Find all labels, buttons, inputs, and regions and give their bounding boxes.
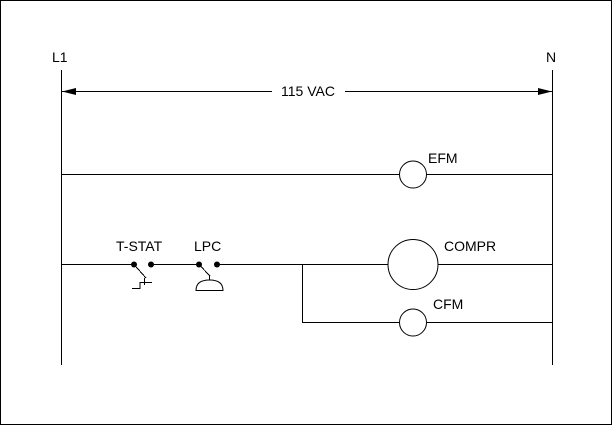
tstat-blade — [133, 264, 147, 279]
cfm-label: CFM — [433, 296, 463, 312]
tstat-label: T-STAT — [116, 238, 163, 254]
efm-label: EFM — [428, 150, 458, 166]
rung-efm: EFM — [62, 150, 552, 189]
efm-motor-symbol — [399, 160, 427, 189]
compr-motor-symbol — [387, 239, 439, 290]
tstat-contact-right — [148, 261, 154, 268]
rung-cfm: CFM — [302, 264, 552, 337]
arrowhead-left — [62, 88, 76, 95]
compr-label: COMPR — [444, 238, 496, 254]
tstat-bulb — [132, 282, 152, 289]
rail-label-n: N — [546, 49, 556, 65]
rail-label-l1: L1 — [52, 49, 68, 65]
lpc-blade — [198, 264, 211, 277]
voltage-dimension: 115 VAC — [62, 83, 552, 99]
lpc-contact-right — [214, 261, 220, 268]
voltage-label: 115 VAC — [281, 83, 335, 99]
cfm-motor-symbol — [399, 308, 427, 337]
lpc-label: LPC — [194, 238, 221, 254]
lpc-diaphragm — [195, 279, 224, 291]
arrowhead-right — [538, 88, 552, 95]
rung-compr: T-STAT LPC COMPR — [62, 238, 552, 291]
lpc-switch-symbol — [195, 261, 224, 291]
tstat-switch-symbol — [131, 261, 154, 289]
